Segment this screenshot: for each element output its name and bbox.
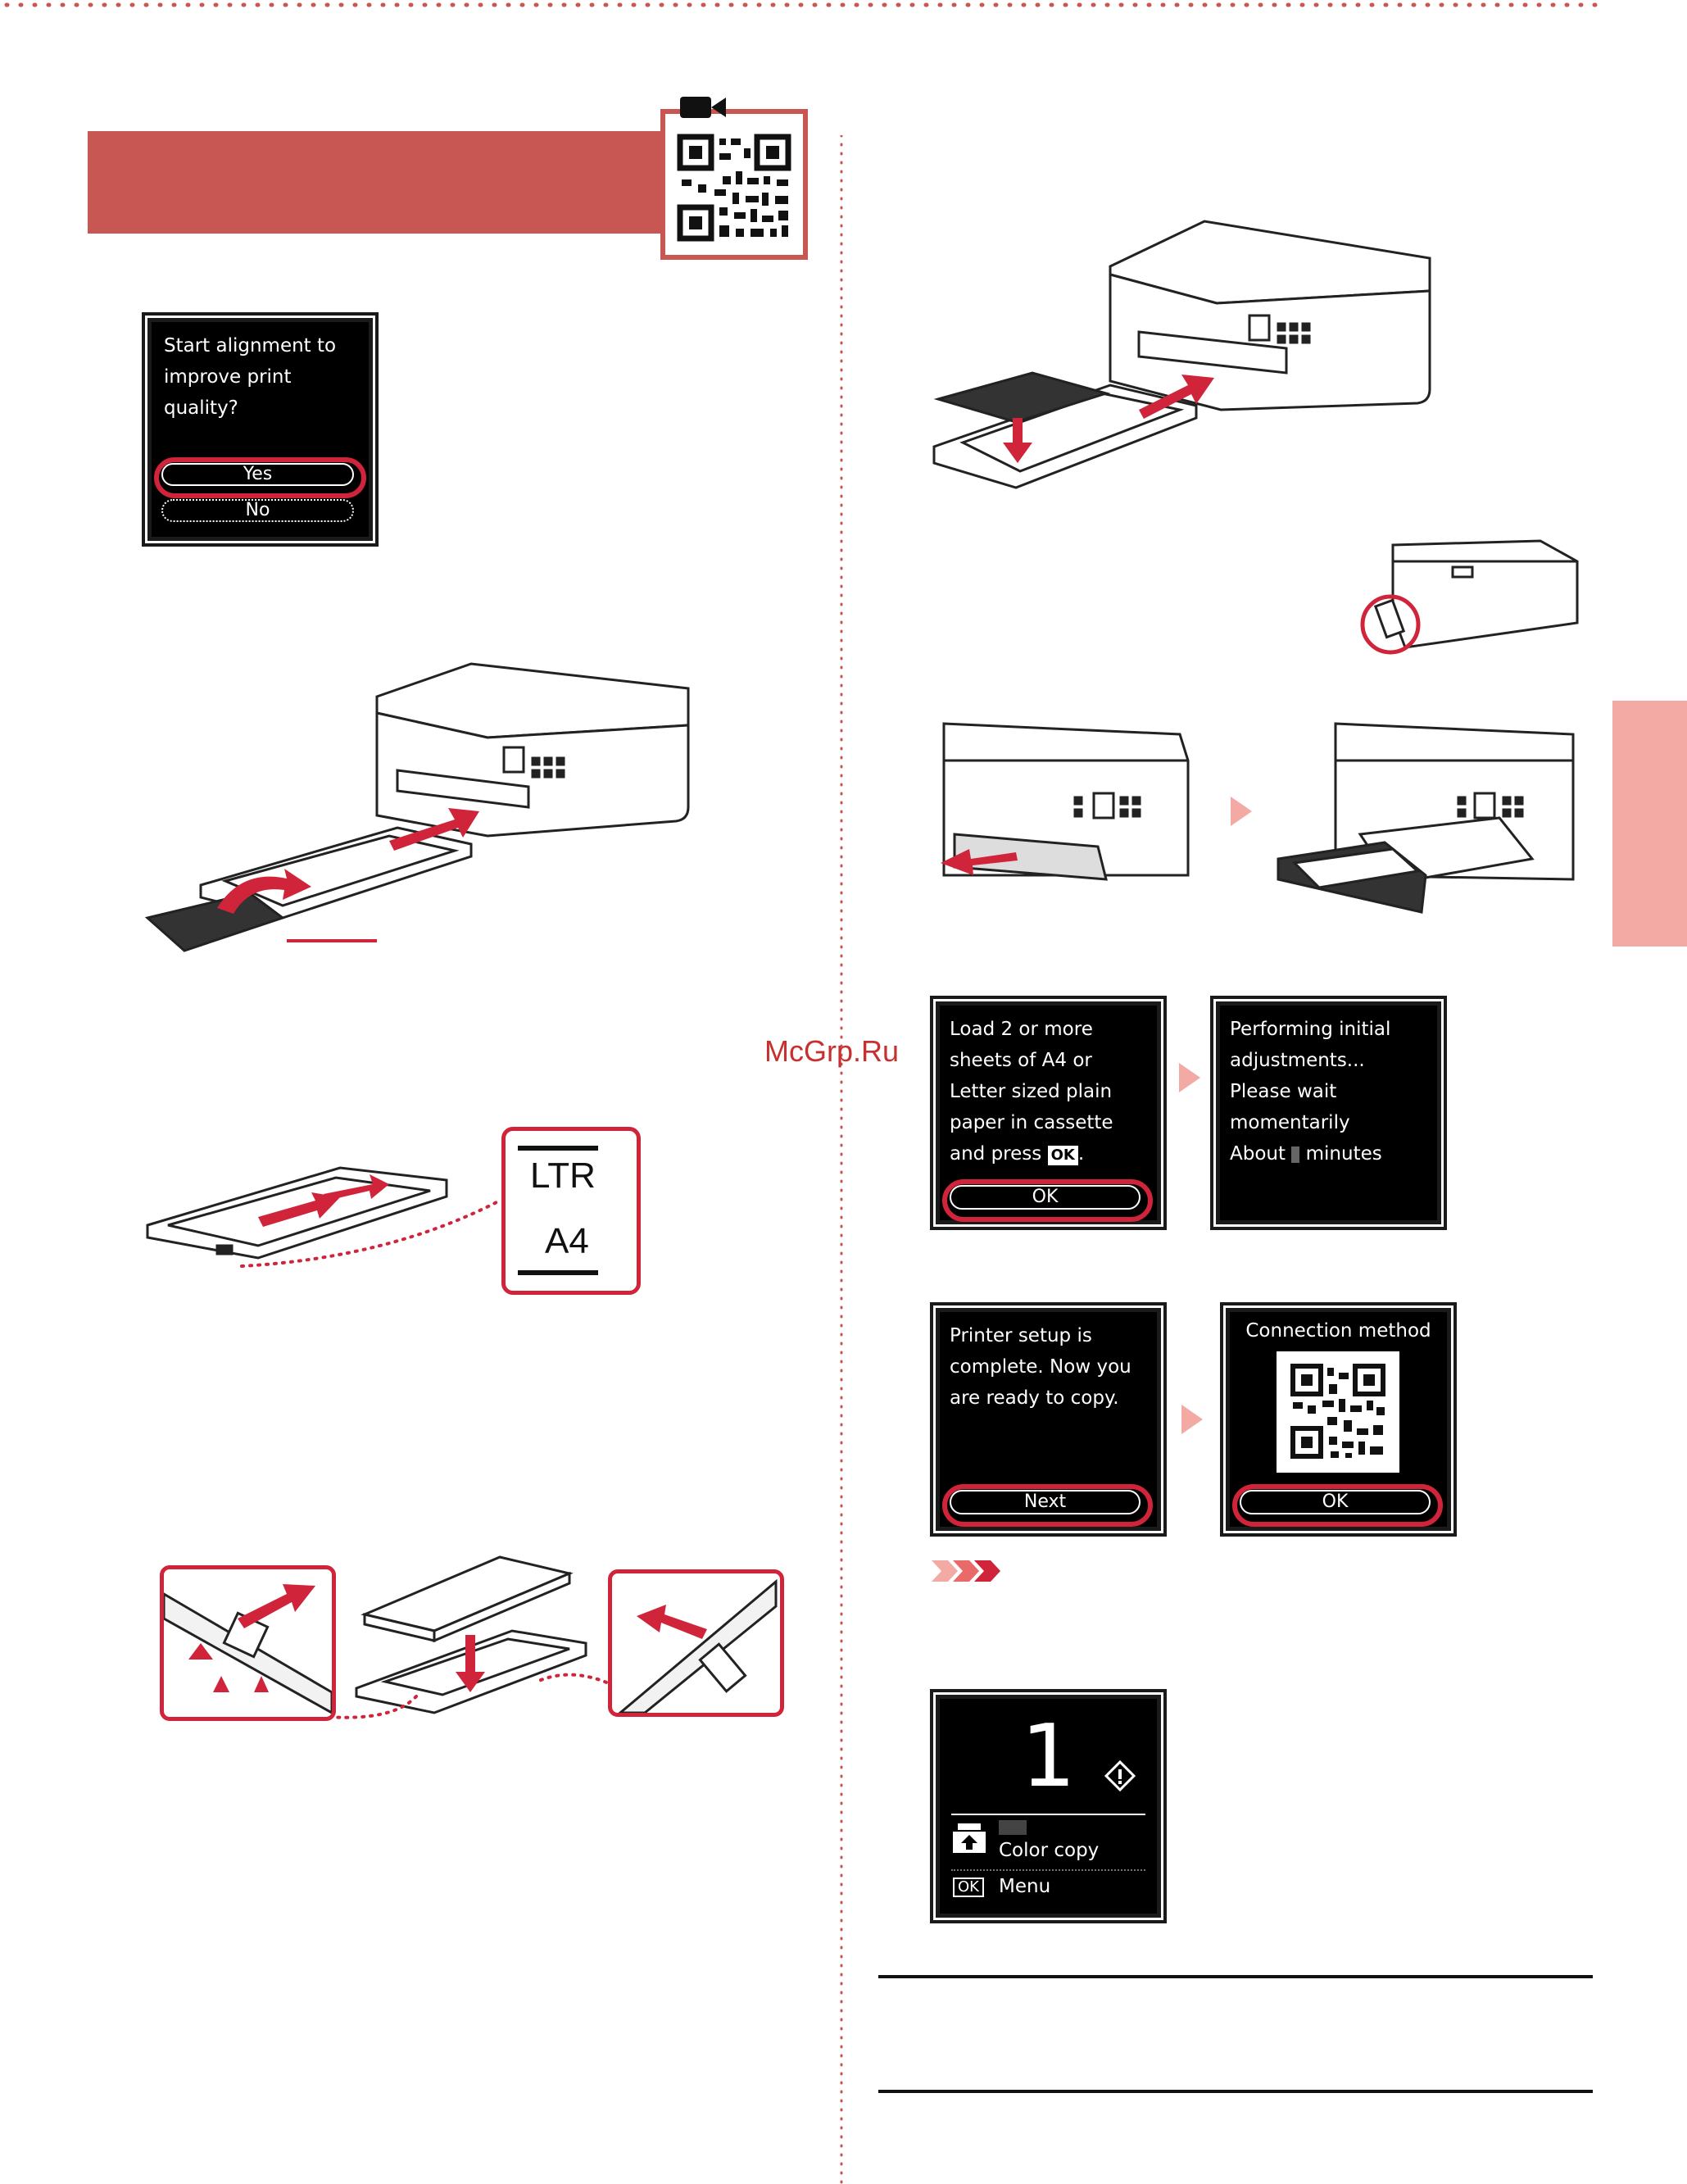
copy-tray-icon	[953, 1823, 986, 1853]
output-tray-closed-illustration	[941, 722, 1190, 881]
next-button[interactable]: Next	[950, 1490, 1141, 1514]
qr-code-icon	[677, 134, 791, 242]
printer-remove-cassette-illustration	[144, 662, 690, 952]
load-paper-message: Load 2 or more sheets of A4 or Letter si…	[950, 1019, 1113, 1165]
video-qr-box[interactable]	[660, 109, 808, 260]
printer-insert-cassette-illustration	[932, 220, 1431, 489]
next-highlight	[942, 1484, 1153, 1527]
step-arrow-icon	[1181, 1405, 1203, 1434]
ok-highlight	[1232, 1484, 1443, 1527]
no-button[interactable]: No	[161, 499, 354, 522]
bottom-rule-top	[878, 1975, 1593, 1978]
alignment-message: Start alignment to improve print quality…	[164, 335, 337, 419]
performing-message: Performing initial adjustments... Please…	[1230, 1014, 1390, 1169]
menu-label: Menu	[999, 1876, 1051, 1897]
copies-count: 1	[1021, 1706, 1076, 1806]
zoom-right-guide	[608, 1569, 784, 1717]
label-a4: A4	[545, 1221, 589, 1261]
ok-highlight	[942, 1179, 1153, 1222]
label-bar-bottom	[518, 1270, 598, 1275]
step-arrow-icon	[1231, 797, 1252, 826]
output-tray-extended-illustration	[1277, 722, 1575, 914]
guide-detail-left	[164, 1584, 332, 1714]
guide-detail-right	[618, 1578, 778, 1713]
cassette-paper-guide-illustration	[146, 1166, 501, 1268]
lcd-performing-screen: Performing initial adjustments... Please…	[1216, 1001, 1441, 1224]
lcd-alignment-screen: Start alignment to improve print quality…	[147, 318, 373, 541]
copy-mode: Color copy	[999, 1840, 1100, 1861]
size-placeholder	[999, 1820, 1027, 1835]
section-header-bar	[88, 131, 671, 234]
paper-size-label-callout: LTR A4	[501, 1127, 641, 1295]
performing-text: Performing initial adjustments... Please…	[1230, 1019, 1391, 1165]
start-diamond-icon	[1104, 1759, 1136, 1792]
dotted-divider	[951, 1869, 1145, 1871]
divider	[951, 1814, 1145, 1815]
watermark: McGrp.Ru	[764, 1034, 900, 1068]
side-tab	[1612, 701, 1687, 947]
minutes-word: minutes	[1305, 1143, 1382, 1165]
setup-complete-message: Printer setup is complete. Now you are r…	[950, 1325, 1131, 1409]
ok-button[interactable]: OK	[950, 1185, 1141, 1210]
connection-qr-code-icon	[1277, 1351, 1399, 1473]
printer-side-detail-illustration	[1360, 539, 1579, 655]
minutes-placeholder	[1291, 1146, 1300, 1163]
label-ltr: LTR	[530, 1156, 596, 1196]
top-dotted-border	[4, 2, 1608, 7]
lcd-load-paper-screen: Load 2 or more sheets of A4 or Letter si…	[936, 1001, 1161, 1224]
video-camera-icon	[680, 97, 726, 118]
connection-title: Connection method	[1245, 1320, 1431, 1342]
load-paper-text: Load 2 or more sheets of A4 or Letter si…	[950, 1019, 1113, 1165]
yes-button[interactable]: Yes	[161, 463, 354, 486]
caution-chevrons-icon	[932, 1560, 1000, 1582]
lcd-copy-home-screen: 1 Color copy OK Menu	[936, 1695, 1161, 1918]
zoom-left-guide	[160, 1565, 336, 1721]
lcd-connection-method-screen: Connection method OK	[1226, 1308, 1451, 1531]
yes-highlight	[154, 457, 366, 498]
lcd-setup-complete-screen: Printer setup is complete. Now you are r…	[936, 1308, 1161, 1531]
ok-key-icon: OK	[1047, 1146, 1078, 1165]
ok-button[interactable]: OK	[1240, 1490, 1431, 1514]
ok-key-icon: OK	[953, 1878, 984, 1897]
step-arrow-icon	[1179, 1063, 1200, 1092]
paper-stack-cassette-illustration	[336, 1555, 612, 1719]
bottom-rule-bottom	[878, 2090, 1593, 2093]
column-divider	[840, 135, 843, 2184]
label-bar-top	[518, 1146, 598, 1151]
